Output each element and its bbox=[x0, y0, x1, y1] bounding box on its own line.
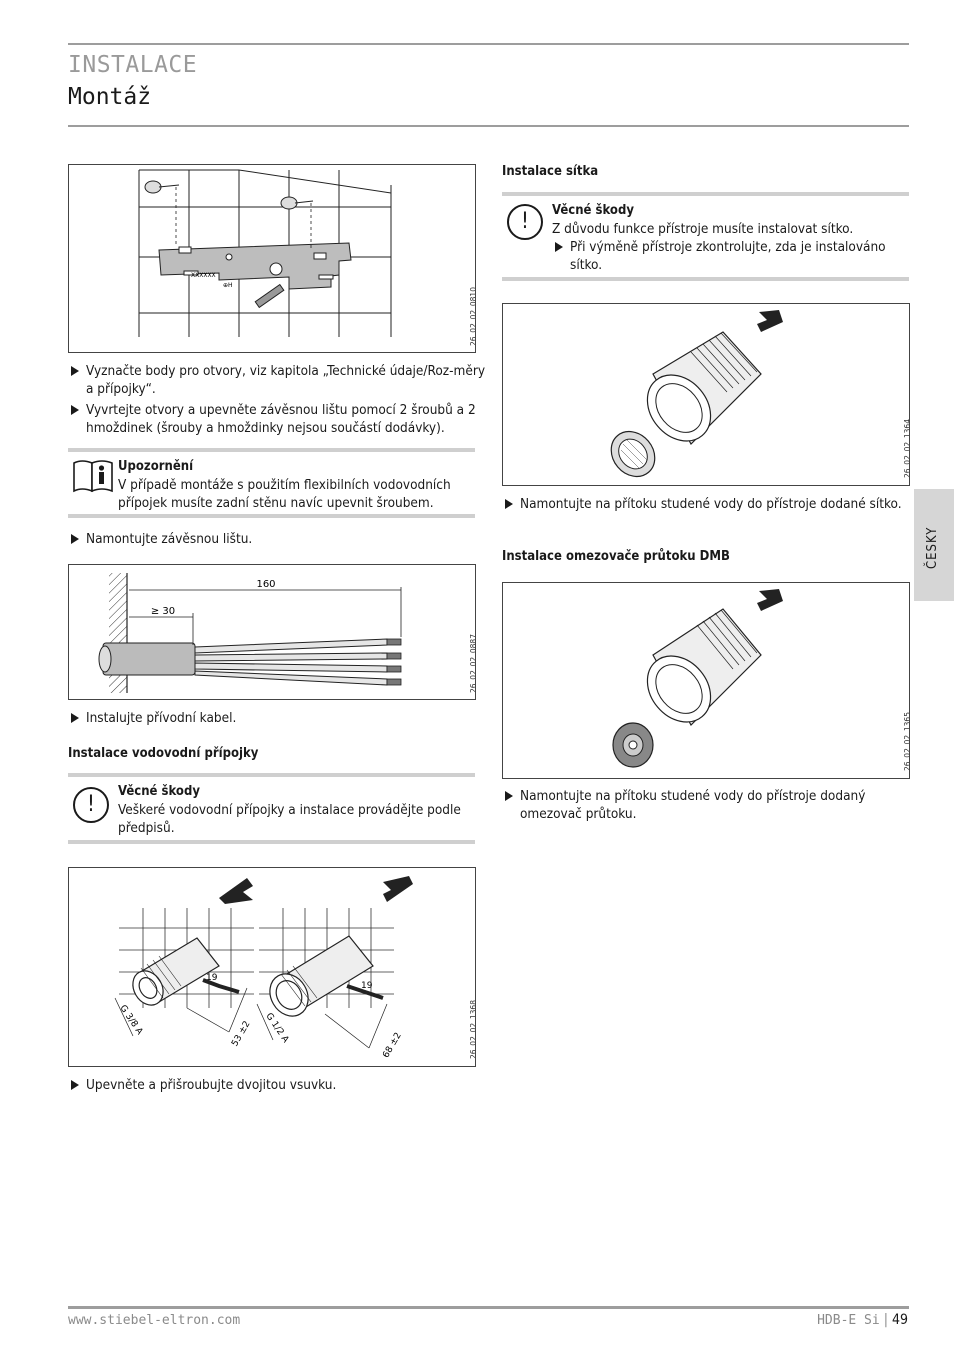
bullet-arrow-icon bbox=[71, 534, 79, 544]
bullet-arrow-icon bbox=[505, 791, 513, 801]
bullet-arrow-icon bbox=[505, 499, 513, 509]
heading-install-dmb: Instalace omezovače průtoku DMB bbox=[502, 549, 730, 564]
figure-id: 26_02_02_1364 bbox=[903, 419, 910, 478]
figure-id: 26_02_02_0810_ bbox=[469, 283, 476, 346]
note-bottom-bar bbox=[68, 514, 475, 518]
list-item: Vyvrtejte otvory a upevněte závěsnou liš… bbox=[68, 401, 496, 437]
bullet-arrow-icon bbox=[71, 366, 79, 376]
svg-text:XXXXXX: XXXXXX bbox=[191, 272, 216, 279]
page-title: Montáž bbox=[68, 84, 152, 110]
warning-text: Veškeré vodovodní přípojky a instalace p… bbox=[118, 802, 461, 836]
list-item: Upevněte a přišroubujte dvojitou vsuvku. bbox=[68, 1076, 496, 1094]
language-tab-label: ČESKY bbox=[925, 526, 940, 569]
note-text: V případě montáže s použitím flexibilníc… bbox=[118, 477, 451, 511]
right-wrench-label: 19 bbox=[361, 981, 373, 991]
header-bottom-rule bbox=[68, 125, 909, 127]
bullet-arrow-icon bbox=[71, 405, 79, 415]
list-item: Namontujte na přítoku studené vody do př… bbox=[502, 787, 920, 823]
figure-mounting-rail: XXXXXX ⊕H 26_02_02_0810_ bbox=[68, 164, 476, 353]
flow-limiter-illustration bbox=[612, 589, 783, 768]
info-book-icon bbox=[73, 460, 113, 493]
warning-bottom-bar bbox=[68, 840, 475, 844]
list-item: Namontujte na přítoku studené vody do př… bbox=[502, 495, 920, 513]
bullet-arrow-icon bbox=[71, 713, 79, 723]
warning-exclamation-icon: ! bbox=[507, 204, 543, 240]
section-title: INSTALACE bbox=[68, 52, 198, 78]
footer-page-info: HDB-E Si | 49 bbox=[817, 1311, 908, 1330]
heading-install-sieve: Instalace sítka bbox=[502, 164, 599, 179]
footer-url: www.stiebel-eltron.com bbox=[68, 1313, 241, 1328]
page-number: 49 bbox=[891, 1312, 908, 1328]
figure-id: 26_02_02_1365 bbox=[903, 712, 910, 771]
note-top-bar bbox=[68, 448, 475, 452]
figure-id: 26_02_02_1368 bbox=[469, 1000, 476, 1059]
warning-top-bar bbox=[68, 773, 475, 777]
cable-dimension-illustration: 160 ≥ 30 bbox=[98, 573, 402, 693]
footer-rule bbox=[68, 1306, 909, 1309]
figure-cable-dimensions: 160 ≥ 30 26_02_02_0887 bbox=[68, 564, 476, 700]
note-title: Upozornění bbox=[118, 459, 194, 474]
dim-long-label: 160 bbox=[256, 579, 275, 590]
figure-flow-limiter: 26_02_02_1365 bbox=[502, 582, 910, 779]
language-tab: ČESKY bbox=[914, 489, 954, 601]
warning-text: Z důvodu funkce přístroje musíte instalo… bbox=[552, 221, 854, 237]
dim-short-label: ≥ 30 bbox=[151, 606, 175, 617]
double-nipple-illustration: G 3/8 A 19 53 ±2 G 1/2 A 19 68 ±2 bbox=[114, 876, 413, 1060]
figure-sieve: 26_02_02_1364 bbox=[502, 303, 910, 486]
mounting-rail-illustration: XXXXXX ⊕H bbox=[138, 169, 392, 337]
warning-bottom-bar bbox=[502, 277, 909, 281]
bullet-arrow-icon bbox=[71, 1080, 79, 1090]
left-wrench-label: 19 bbox=[206, 973, 218, 983]
bullet-arrow-icon bbox=[555, 242, 563, 252]
header-top-rule bbox=[68, 43, 909, 45]
figure-double-nipple: G 3/8 A 19 53 ±2 G 1/2 A 19 68 ±2 26_02_… bbox=[68, 867, 476, 1067]
list-item: Instalujte přívodní kabel. bbox=[68, 709, 496, 727]
figure-id: 26_02_02_0887 bbox=[469, 634, 476, 693]
sieve-illustration bbox=[610, 310, 783, 478]
right-length-label: 68 ±2 bbox=[381, 1031, 403, 1060]
list-item: Při výměně přístroje zkontrolujte, zda j… bbox=[552, 238, 908, 274]
warning-top-bar bbox=[502, 192, 909, 196]
list-item: Vyznačte body pro otvory, viz kapitola „… bbox=[68, 362, 496, 398]
heading-water-connection: Instalace vodovodní přípojky bbox=[68, 746, 259, 761]
list-item: Namontujte závěsnou lištu. bbox=[68, 530, 496, 548]
warning-box: ! Věcné škody Veškeré vodovodní přípojky… bbox=[68, 773, 475, 845]
warning-title: Věcné škody bbox=[552, 203, 634, 218]
left-length-label: 53 ±2 bbox=[230, 1019, 252, 1048]
footer-model: HDB-E Si bbox=[817, 1313, 880, 1328]
warning-box: ! Věcné škody Z důvodu funkce přístroje … bbox=[502, 192, 909, 282]
note-box: Upozornění V případě montáže s použitím … bbox=[68, 448, 475, 520]
footer-separator: | bbox=[883, 1312, 888, 1328]
svg-text:⊕H: ⊕H bbox=[223, 282, 233, 289]
warning-title: Věcné škody bbox=[118, 784, 200, 799]
warning-exclamation-icon: ! bbox=[73, 787, 109, 823]
